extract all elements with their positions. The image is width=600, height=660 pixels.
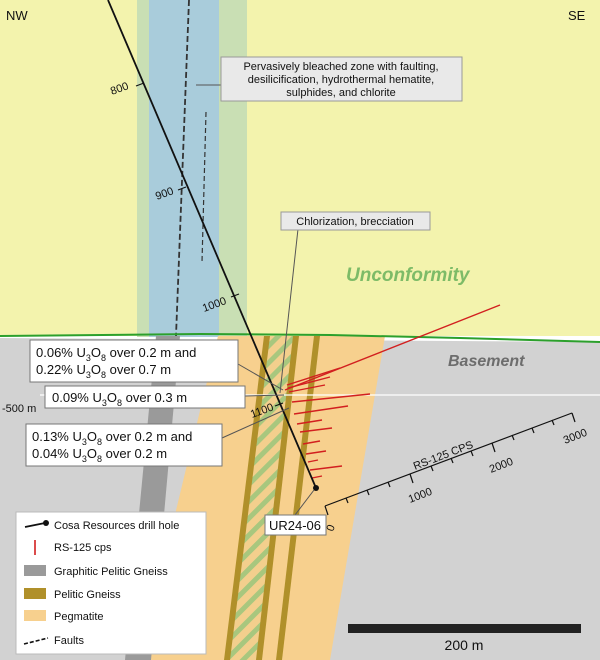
dashed-line-icon: [23, 637, 49, 645]
cps-tick-label: 0: [325, 523, 338, 533]
cps-bar: [284, 304, 501, 391]
intercept-box-2: [44, 385, 246, 409]
intercept-1-line1: 0.06% U3O8 over 0.2 m and: [36, 345, 196, 363]
cps-bar: [309, 465, 343, 471]
drill-hole-label-box: [264, 514, 327, 536]
pelitic-gneiss-band-2: [256, 336, 299, 660]
chlorization-callout-box: [280, 211, 431, 231]
depth-label-800: 800: [109, 80, 130, 98]
cps-bar: [307, 459, 319, 463]
fault-line-1: [175, 0, 190, 337]
cps-bar: [291, 393, 371, 403]
bleached-callout-line2: desilicification, hydrothermal hematite,: [248, 74, 434, 86]
pelitic-gneiss-band-1: [224, 336, 270, 660]
cps-bars: [284, 304, 501, 479]
intercept-3-line2: 0.04% U3O8 over 0.2 m: [32, 446, 167, 464]
cps-bar: [296, 419, 323, 425]
basement-label: Basement: [448, 353, 525, 370]
cps-bar: [287, 376, 331, 389]
intercept-box-3: [25, 423, 223, 467]
depth-ticks: [135, 82, 284, 407]
legend-item-drill-hole: Cosa Resources drill hole: [24, 520, 179, 532]
cps-bar: [286, 367, 341, 386]
legend-label: Faults: [54, 635, 84, 647]
cps-bar: [311, 475, 323, 479]
legend-label: Pelitic Gneiss: [54, 589, 121, 601]
drill-hole-icon: [24, 522, 46, 528]
scale-bar: [348, 624, 581, 633]
pelitic-gneiss-band-3: [276, 336, 320, 660]
bleached-callout-line1: Pervasively bleached zone with faulting,: [243, 61, 438, 73]
drill-hole-trace: [107, 0, 317, 489]
drill-hole-icon-end: [43, 520, 49, 526]
direction-se: SE: [568, 8, 586, 23]
intercept-box-1: [29, 339, 239, 383]
cps-bar: [302, 440, 321, 445]
elevation-label: -500 m: [2, 403, 36, 415]
cps-bar: [293, 405, 349, 415]
legend-label: Cosa Resources drill hole: [54, 520, 179, 532]
sandstone-zone: [0, 0, 600, 336]
drill-hole-label: UR24-06: [269, 518, 321, 533]
drill-hole-label-leader: [294, 489, 315, 516]
fault-line-2: [201, 111, 207, 263]
legend-item-faults: Faults: [23, 635, 84, 647]
bleached-zone-inner: [149, 0, 219, 337]
unconformity-line: [0, 332, 600, 343]
legend-box: [15, 511, 207, 655]
depth-label-900: 900: [154, 185, 175, 203]
intercept-leaders: [221, 363, 290, 439]
legend-item-pegmatite: Pegmatite: [24, 610, 104, 623]
unconformity-label: Unconformity: [346, 265, 471, 286]
cps-bar: [288, 384, 326, 393]
legend-item-graphitic-pelitic-gneiss: Graphitic Pelitic Gneiss: [24, 565, 168, 578]
cps-bar: [299, 427, 333, 433]
altered-hatched-zone: [228, 336, 296, 660]
direction-nw: NW: [6, 8, 28, 23]
drill-hole-end-marker: [313, 485, 319, 491]
pelitic-gneiss-swatch: [24, 588, 46, 599]
intercept-3-line1: 0.13% U3O8 over 0.2 m and: [32, 429, 192, 447]
cps-axis: [324, 412, 576, 516]
bleached-callout-box: [220, 56, 463, 102]
legend-label: Graphitic Pelitic Gneiss: [54, 566, 168, 578]
chlorization-callout-leader: [279, 228, 299, 394]
bleached-callout-line3: sulphides, and chlorite: [286, 87, 395, 99]
graphitic-pelitic-gneiss-swatch: [24, 565, 46, 576]
cps-bar: [305, 450, 327, 455]
legend-label: RS-125 cps: [54, 542, 112, 554]
legend-item-cps: RS-125 cps: [34, 540, 112, 555]
pegmatite-swatch: [24, 610, 46, 621]
intercept-2-line1: 0.09% U3O8 over 0.3 m: [52, 390, 187, 408]
scale-bar-label: 200 m: [445, 637, 484, 653]
intercept-1-line2: 0.22% U3O8 over 0.7 m: [36, 362, 171, 380]
legend-item-pelitic-gneiss: Pelitic Gneiss: [24, 588, 121, 601]
legend-label: Pegmatite: [54, 611, 104, 623]
chlorization-callout-text: Chlorization, brecciation: [296, 216, 413, 228]
